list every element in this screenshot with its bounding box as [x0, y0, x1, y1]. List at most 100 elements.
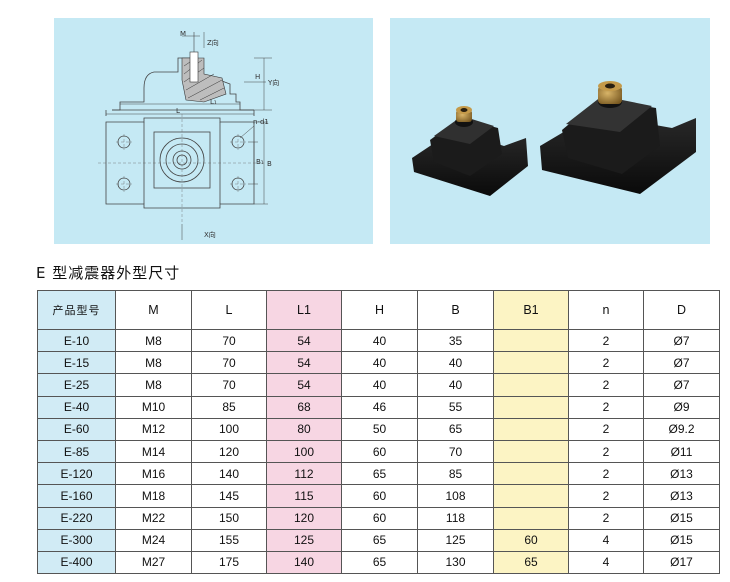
- cell-n: 2: [568, 484, 644, 508]
- cell-model: E-300: [37, 528, 116, 552]
- cell-d: Ø7: [643, 328, 720, 353]
- header-model: 产品型号: [37, 290, 116, 330]
- cell-l1: 125: [266, 528, 342, 552]
- cell-b1: [493, 351, 569, 375]
- cell-model: E-85: [37, 439, 116, 464]
- cell-n: 2: [568, 462, 644, 486]
- rubber-mount-illustration: [412, 81, 696, 196]
- cell-b: 125: [417, 528, 494, 552]
- cell-b: 55: [417, 395, 494, 419]
- header-l1: L1: [266, 290, 342, 330]
- header-n: n: [568, 290, 644, 330]
- cell-d: Ø17: [643, 550, 720, 575]
- cell-l1: 54: [266, 373, 342, 397]
- cell-b1: [493, 506, 569, 530]
- header-h: H: [341, 290, 418, 330]
- cell-h: 50: [341, 417, 418, 441]
- cell-l1: 80: [266, 417, 342, 441]
- cell-h: 40: [341, 328, 418, 353]
- cell-l1: 68: [266, 395, 342, 419]
- cell-n: 2: [568, 328, 644, 353]
- cell-b1: [493, 395, 569, 419]
- cell-b: 40: [417, 373, 494, 397]
- cell-b1: [493, 417, 569, 441]
- header-b: B: [417, 290, 494, 330]
- cell-l1: 54: [266, 328, 342, 353]
- cell-h: 60: [341, 484, 418, 508]
- cell-l: 145: [191, 484, 267, 508]
- cell-b1: [493, 439, 569, 464]
- large-mount: [540, 81, 696, 194]
- label-z: Z向: [207, 39, 219, 47]
- cell-l: 150: [191, 506, 267, 530]
- cell-l: 155: [191, 528, 267, 552]
- label-nd1: n-d1: [253, 118, 269, 126]
- cell-b: 108: [417, 484, 494, 508]
- cell-model: E-10: [37, 328, 116, 353]
- cell-d: Ø15: [643, 528, 720, 552]
- cell-m: M22: [115, 506, 192, 530]
- cell-l1: 120: [266, 506, 342, 530]
- cell-d: Ø13: [643, 462, 720, 486]
- cell-n: 2: [568, 373, 644, 397]
- label-b: B: [267, 160, 272, 168]
- technical-drawing: M Z向 H Y向 L₁ L n-d1 B₁ B X向: [54, 18, 373, 244]
- cell-d: Ø15: [643, 506, 720, 530]
- cell-l: 70: [191, 373, 267, 397]
- label-l1: L₁: [210, 98, 217, 106]
- cell-m: M24: [115, 528, 192, 552]
- header-m: M: [115, 290, 192, 330]
- cell-m: M8: [115, 373, 192, 397]
- cell-h: 60: [341, 439, 418, 464]
- label-m: M: [180, 30, 187, 38]
- header-l: L: [191, 290, 267, 330]
- cell-h: 60: [341, 506, 418, 530]
- cell-b: 118: [417, 506, 494, 530]
- cell-l1: 140: [266, 550, 342, 575]
- cell-b1: [493, 484, 569, 508]
- cell-model: E-400: [37, 550, 116, 575]
- cell-n: 4: [568, 550, 644, 575]
- cell-m: M10: [115, 395, 192, 419]
- header-d: D: [643, 290, 720, 330]
- cell-l1: 100: [266, 439, 342, 464]
- product-photo: [390, 18, 710, 244]
- label-x: X向: [204, 231, 216, 239]
- cell-b1: 65: [493, 550, 569, 575]
- cell-l1: 54: [266, 351, 342, 375]
- cell-n: 2: [568, 395, 644, 419]
- cell-m: M8: [115, 328, 192, 353]
- cell-h: 40: [341, 351, 418, 375]
- cell-n: 2: [568, 351, 644, 375]
- cell-m: M12: [115, 417, 192, 441]
- cell-b: 35: [417, 328, 494, 353]
- label-b1: B₁: [256, 158, 264, 166]
- cell-d: Ø9: [643, 395, 720, 419]
- drawing-linework: [98, 32, 272, 240]
- cell-model: E-25: [37, 373, 116, 397]
- cell-l: 70: [191, 351, 267, 375]
- cell-model: E-40: [37, 395, 116, 419]
- label-y: Y向: [268, 79, 280, 87]
- cell-model: E-160: [37, 484, 116, 508]
- cell-h: 46: [341, 395, 418, 419]
- cell-n: 2: [568, 439, 644, 464]
- cell-d: Ø13: [643, 484, 720, 508]
- cell-n: 2: [568, 506, 644, 530]
- cell-b1: [493, 373, 569, 397]
- cell-model: E-60: [37, 417, 116, 441]
- cell-m: M27: [115, 550, 192, 575]
- cell-l: 120: [191, 439, 267, 464]
- cell-d: Ø7: [643, 351, 720, 375]
- cell-l1: 115: [266, 484, 342, 508]
- cell-m: M16: [115, 462, 192, 486]
- cell-l: 70: [191, 328, 267, 353]
